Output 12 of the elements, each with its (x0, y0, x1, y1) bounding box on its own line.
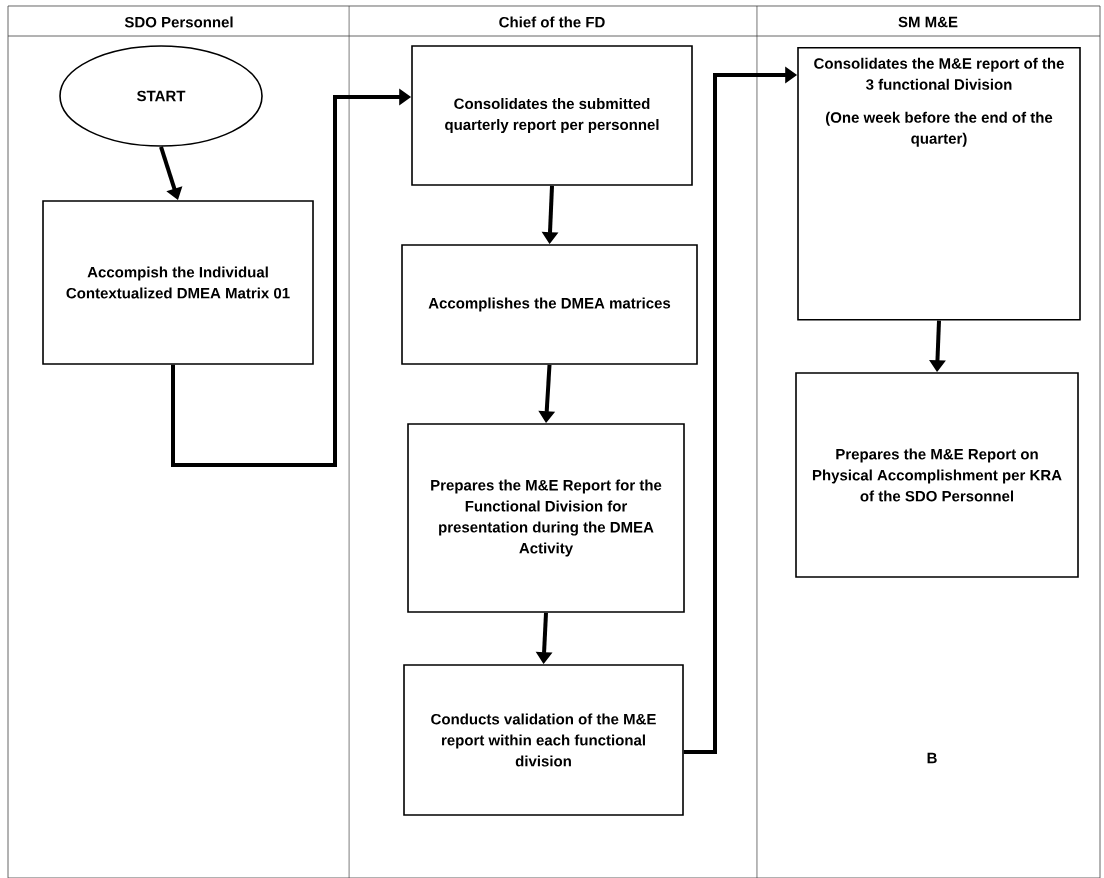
process-box: Prepares the M&E Report on Physical Accomplishment per KRA of the SDO Personnel (795, 372, 1079, 578)
process-box: Consolidates the M&E report of the 3 functional Division (One week before the end of the quarter) (797, 47, 1081, 321)
process-box: Accompish the Individual Contextualized DMEA Matrix 01 (42, 200, 314, 365)
process-box: Consolidates the submitted quarterly report per personnel (411, 45, 693, 186)
process-box: Conducts validation of the M&E report within each functional division (403, 664, 684, 816)
lane-header: SM M&E (898, 16, 958, 28)
start-oval: START (59, 45, 263, 147)
connector-letter: B (927, 752, 937, 764)
lane-header: SDO Personnel (124, 16, 233, 28)
process-box: Prepares the M&E Report for the Functional Division for presentation during the DMEA Activity (407, 423, 685, 613)
lane-header: Chief of the FD (499, 16, 605, 28)
process-box: Accomplishes the DMEA matrices (401, 244, 698, 365)
